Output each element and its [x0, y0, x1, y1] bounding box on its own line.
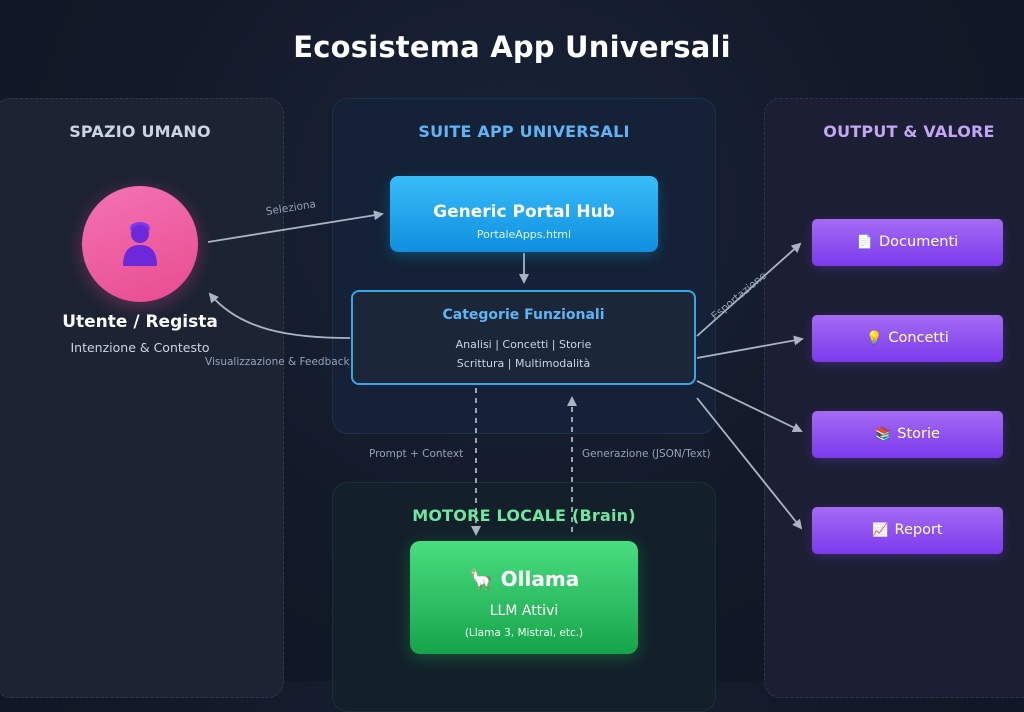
edge-label-prompt: Prompt + Context	[369, 448, 464, 460]
categories-line-1: Analisi | Concetti | Storie	[455, 338, 592, 351]
output-label: Report	[894, 522, 943, 538]
output-panel	[764, 98, 1024, 698]
output-label: Concetti	[888, 330, 949, 346]
hub-file: PortaleApps.html	[476, 228, 572, 241]
output-report[interactable]: 📈 Report	[812, 507, 1003, 554]
document-icon: 📄	[856, 235, 874, 250]
user-subtitle: Intenzione & Contesto	[70, 340, 210, 355]
output-label: OUTPUT & VALORE	[823, 122, 995, 141]
lightbulb-icon: 💡	[866, 331, 883, 346]
portal-hub-node[interactable]: Generic Portal Hub PortaleApps.html	[390, 176, 658, 252]
chart-icon: 📈	[872, 523, 889, 538]
human-space-label: SPAZIO UMANO	[69, 122, 211, 141]
output-storie[interactable]: 📚 Storie	[812, 411, 1003, 458]
ollama-subtitle: LLM Attivi	[489, 603, 559, 619]
person-icon	[123, 222, 157, 266]
page-title: Ecosistema App Universali	[293, 30, 731, 64]
edge-label-generation: Generazione (JSON/Text)	[582, 448, 711, 460]
ollama-node[interactable]: 🦙 Ollama LLM Attivi (Llama 3, Mistral, e…	[410, 541, 638, 654]
output-label: Storie	[897, 426, 940, 442]
books-icon: 📚	[875, 427, 892, 442]
connector-arrows	[207, 210, 804, 536]
arrow-export-storie	[696, 380, 803, 433]
user-name: Utente / Regista	[62, 312, 218, 332]
categories-node[interactable]: Categorie Funzionali Analisi | Concetti …	[351, 290, 696, 385]
user-avatar	[82, 186, 198, 302]
arrow-export-documenti	[696, 242, 802, 337]
hub-title: Generic Portal Hub	[433, 202, 615, 222]
arrow-select	[207, 210, 384, 243]
arrow-feedback	[208, 292, 351, 339]
categories-line-2: Scrittura | Multimodalità	[456, 357, 591, 370]
edge-label-feedback: Visualizzazione & Feedback	[205, 356, 350, 368]
suite-label: SUITE APP UNIVERSALI	[418, 122, 630, 141]
output-concetti[interactable]: 💡 Concetti	[812, 315, 1003, 362]
arrow-export-concetti	[696, 335, 804, 359]
arrow-export-report	[696, 397, 803, 530]
ollama-models: (Llama 3, Mistral, etc.)	[464, 627, 584, 639]
output-label: Documenti	[879, 234, 959, 250]
output-documenti[interactable]: 📄 Documenti	[812, 219, 1003, 266]
categories-title: Categorie Funzionali	[442, 307, 605, 323]
ollama-title: 🦙 Ollama	[468, 567, 580, 591]
engine-label: MOTORE LOCALE (Brain)	[412, 506, 636, 525]
